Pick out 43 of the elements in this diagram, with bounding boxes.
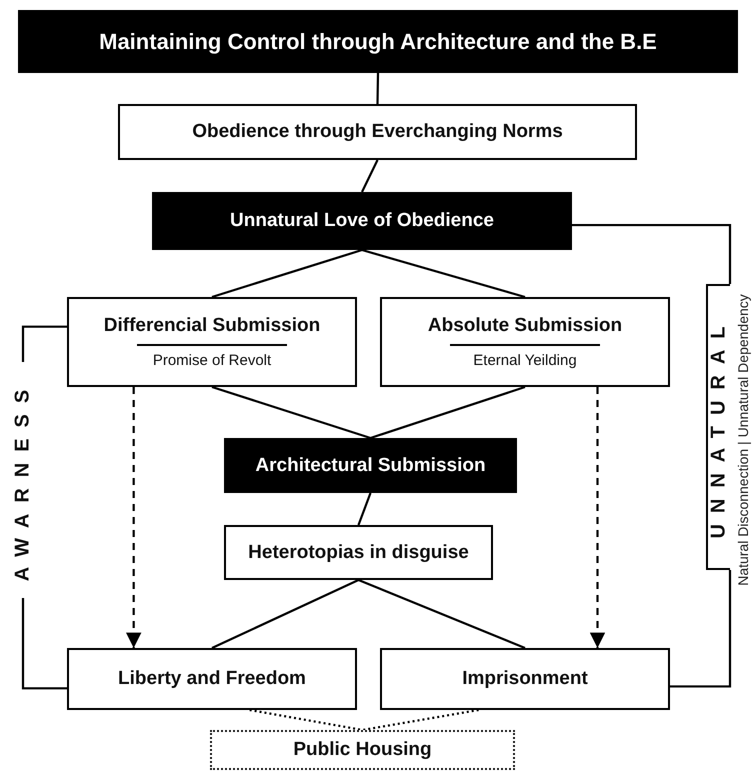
node-title: Liberty and Freedom [118, 668, 306, 690]
connector-line [376, 72, 380, 104]
node-title: Absolute Submission [428, 314, 622, 336]
connector-line [22, 598, 67, 690]
connector-line [670, 570, 732, 688]
connector-line [370, 386, 526, 440]
connector-line [362, 248, 526, 298]
connector-line [361, 160, 378, 192]
node-title: Public Housing [293, 739, 432, 761]
process-box [67, 297, 357, 387]
vertical-caption: Natural Disconnection | Unnatural Dependency [735, 294, 751, 586]
process-box [118, 104, 637, 160]
vertical-label-text: AWARNESS [12, 378, 34, 582]
connector-line [357, 492, 372, 526]
connector-line [250, 708, 363, 732]
arrow [590, 387, 606, 648]
node-title: Differencial Submission [104, 314, 320, 336]
node-title: Architectural Submission [255, 454, 486, 476]
vertical-label-text: UNNATURAL [708, 315, 730, 539]
node-subtitle: Promise of Revolt [152, 352, 272, 370]
arrow [126, 387, 142, 648]
process-box [152, 192, 572, 250]
title-banner [18, 10, 738, 73]
connector-line [572, 224, 732, 284]
connector-line [212, 248, 362, 298]
bracket-label [706, 284, 730, 570]
connector-line [22, 326, 67, 362]
process-box [380, 648, 670, 710]
process-box [224, 525, 493, 580]
connector-line [212, 579, 359, 649]
node-title: Maintaining Control through Architecture and the B.E [99, 28, 657, 54]
process-box [210, 730, 515, 770]
node-title: Unnatural Love of Obedience [230, 210, 494, 232]
node-title: Imprisonment [462, 668, 588, 690]
process-box [380, 297, 670, 387]
process-box [67, 648, 357, 710]
process-box [224, 438, 517, 493]
node-subtitle: Eternal Yeilding [473, 352, 577, 370]
node-title: Obedience through Everchanging Norms [192, 121, 563, 143]
connector-line [358, 578, 526, 650]
connector-line [362, 708, 479, 732]
node-title: Heterotopias in disguise [248, 542, 469, 564]
connector-line [212, 386, 371, 440]
